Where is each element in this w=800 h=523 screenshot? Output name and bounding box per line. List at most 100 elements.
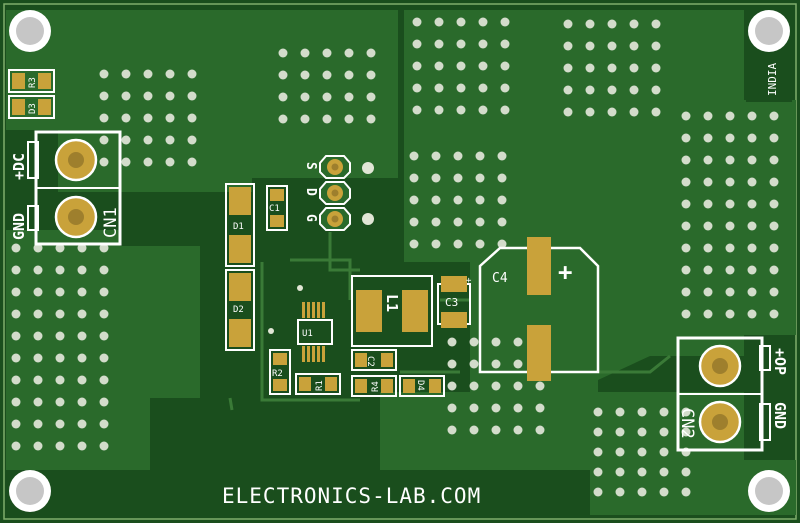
via	[322, 114, 332, 124]
via	[615, 407, 625, 417]
via	[629, 63, 639, 73]
via	[681, 487, 691, 497]
via	[434, 105, 444, 115]
via	[409, 151, 419, 161]
via	[165, 113, 175, 123]
l1-label: L1	[383, 294, 401, 312]
via	[563, 19, 573, 29]
via	[747, 265, 757, 275]
via	[33, 243, 43, 253]
via	[593, 427, 603, 437]
via	[55, 419, 65, 429]
via	[747, 133, 757, 143]
via	[491, 337, 501, 347]
via	[585, 19, 595, 29]
via	[681, 155, 691, 165]
via	[55, 375, 65, 385]
via	[55, 243, 65, 253]
via	[99, 91, 109, 101]
via	[478, 39, 488, 49]
via	[500, 17, 510, 27]
via	[491, 381, 501, 391]
via	[615, 467, 625, 477]
cn2-ref: CN2	[677, 408, 697, 439]
via	[703, 199, 713, 209]
via	[300, 114, 310, 124]
via	[366, 70, 376, 80]
via	[453, 173, 463, 183]
via	[703, 265, 713, 275]
via	[11, 419, 21, 429]
c3-polarity: +	[466, 276, 472, 286]
via	[366, 114, 376, 124]
diode-d3: D3	[8, 95, 55, 119]
via	[165, 91, 175, 101]
mounting-hole	[748, 10, 790, 52]
via	[99, 69, 109, 79]
via	[469, 337, 479, 347]
via	[703, 133, 713, 143]
via	[585, 63, 595, 73]
origin-label: INDIA	[746, 58, 792, 102]
via	[434, 17, 444, 27]
via	[513, 337, 523, 347]
via	[409, 239, 419, 249]
via	[187, 135, 197, 145]
r2-label: R2	[272, 369, 283, 379]
u1-label: U1	[302, 329, 313, 339]
via	[769, 111, 779, 121]
via	[143, 157, 153, 167]
via	[33, 441, 43, 451]
c3-label: C3	[445, 296, 458, 309]
via	[447, 403, 457, 413]
via	[475, 239, 485, 249]
via	[33, 353, 43, 363]
via	[11, 441, 21, 451]
via	[629, 107, 639, 117]
r3-label: R3	[28, 77, 38, 88]
via	[366, 48, 376, 58]
via	[456, 17, 466, 27]
via	[615, 447, 625, 457]
via	[409, 195, 419, 205]
via	[769, 243, 779, 253]
pin-s-label: S	[303, 162, 318, 170]
via	[77, 287, 87, 297]
via	[165, 69, 175, 79]
via-array	[11, 17, 779, 497]
cn2-pin2-label: GND	[771, 402, 789, 429]
via	[33, 331, 43, 341]
via	[500, 39, 510, 49]
via	[431, 173, 441, 183]
c1-label: C1	[269, 204, 280, 214]
via	[769, 199, 779, 209]
via	[769, 155, 779, 165]
via	[769, 177, 779, 187]
via	[55, 353, 65, 363]
via	[366, 92, 376, 102]
via	[497, 173, 507, 183]
via	[77, 441, 87, 451]
via	[725, 243, 735, 253]
via	[278, 92, 288, 102]
via	[681, 199, 691, 209]
via	[725, 309, 735, 319]
via	[497, 151, 507, 161]
via	[412, 61, 422, 71]
via	[99, 375, 109, 385]
via	[725, 199, 735, 209]
via	[475, 217, 485, 227]
via	[11, 397, 21, 407]
connector-cn2: CN2 +OP GND	[676, 336, 789, 452]
via	[77, 309, 87, 319]
via	[651, 19, 661, 29]
diode-d4: D4	[399, 375, 445, 397]
via	[99, 309, 109, 319]
via	[681, 177, 691, 187]
via	[447, 359, 457, 369]
via	[563, 107, 573, 117]
via	[681, 407, 691, 417]
resistor-r4: R4	[351, 375, 397, 397]
via	[11, 309, 21, 319]
